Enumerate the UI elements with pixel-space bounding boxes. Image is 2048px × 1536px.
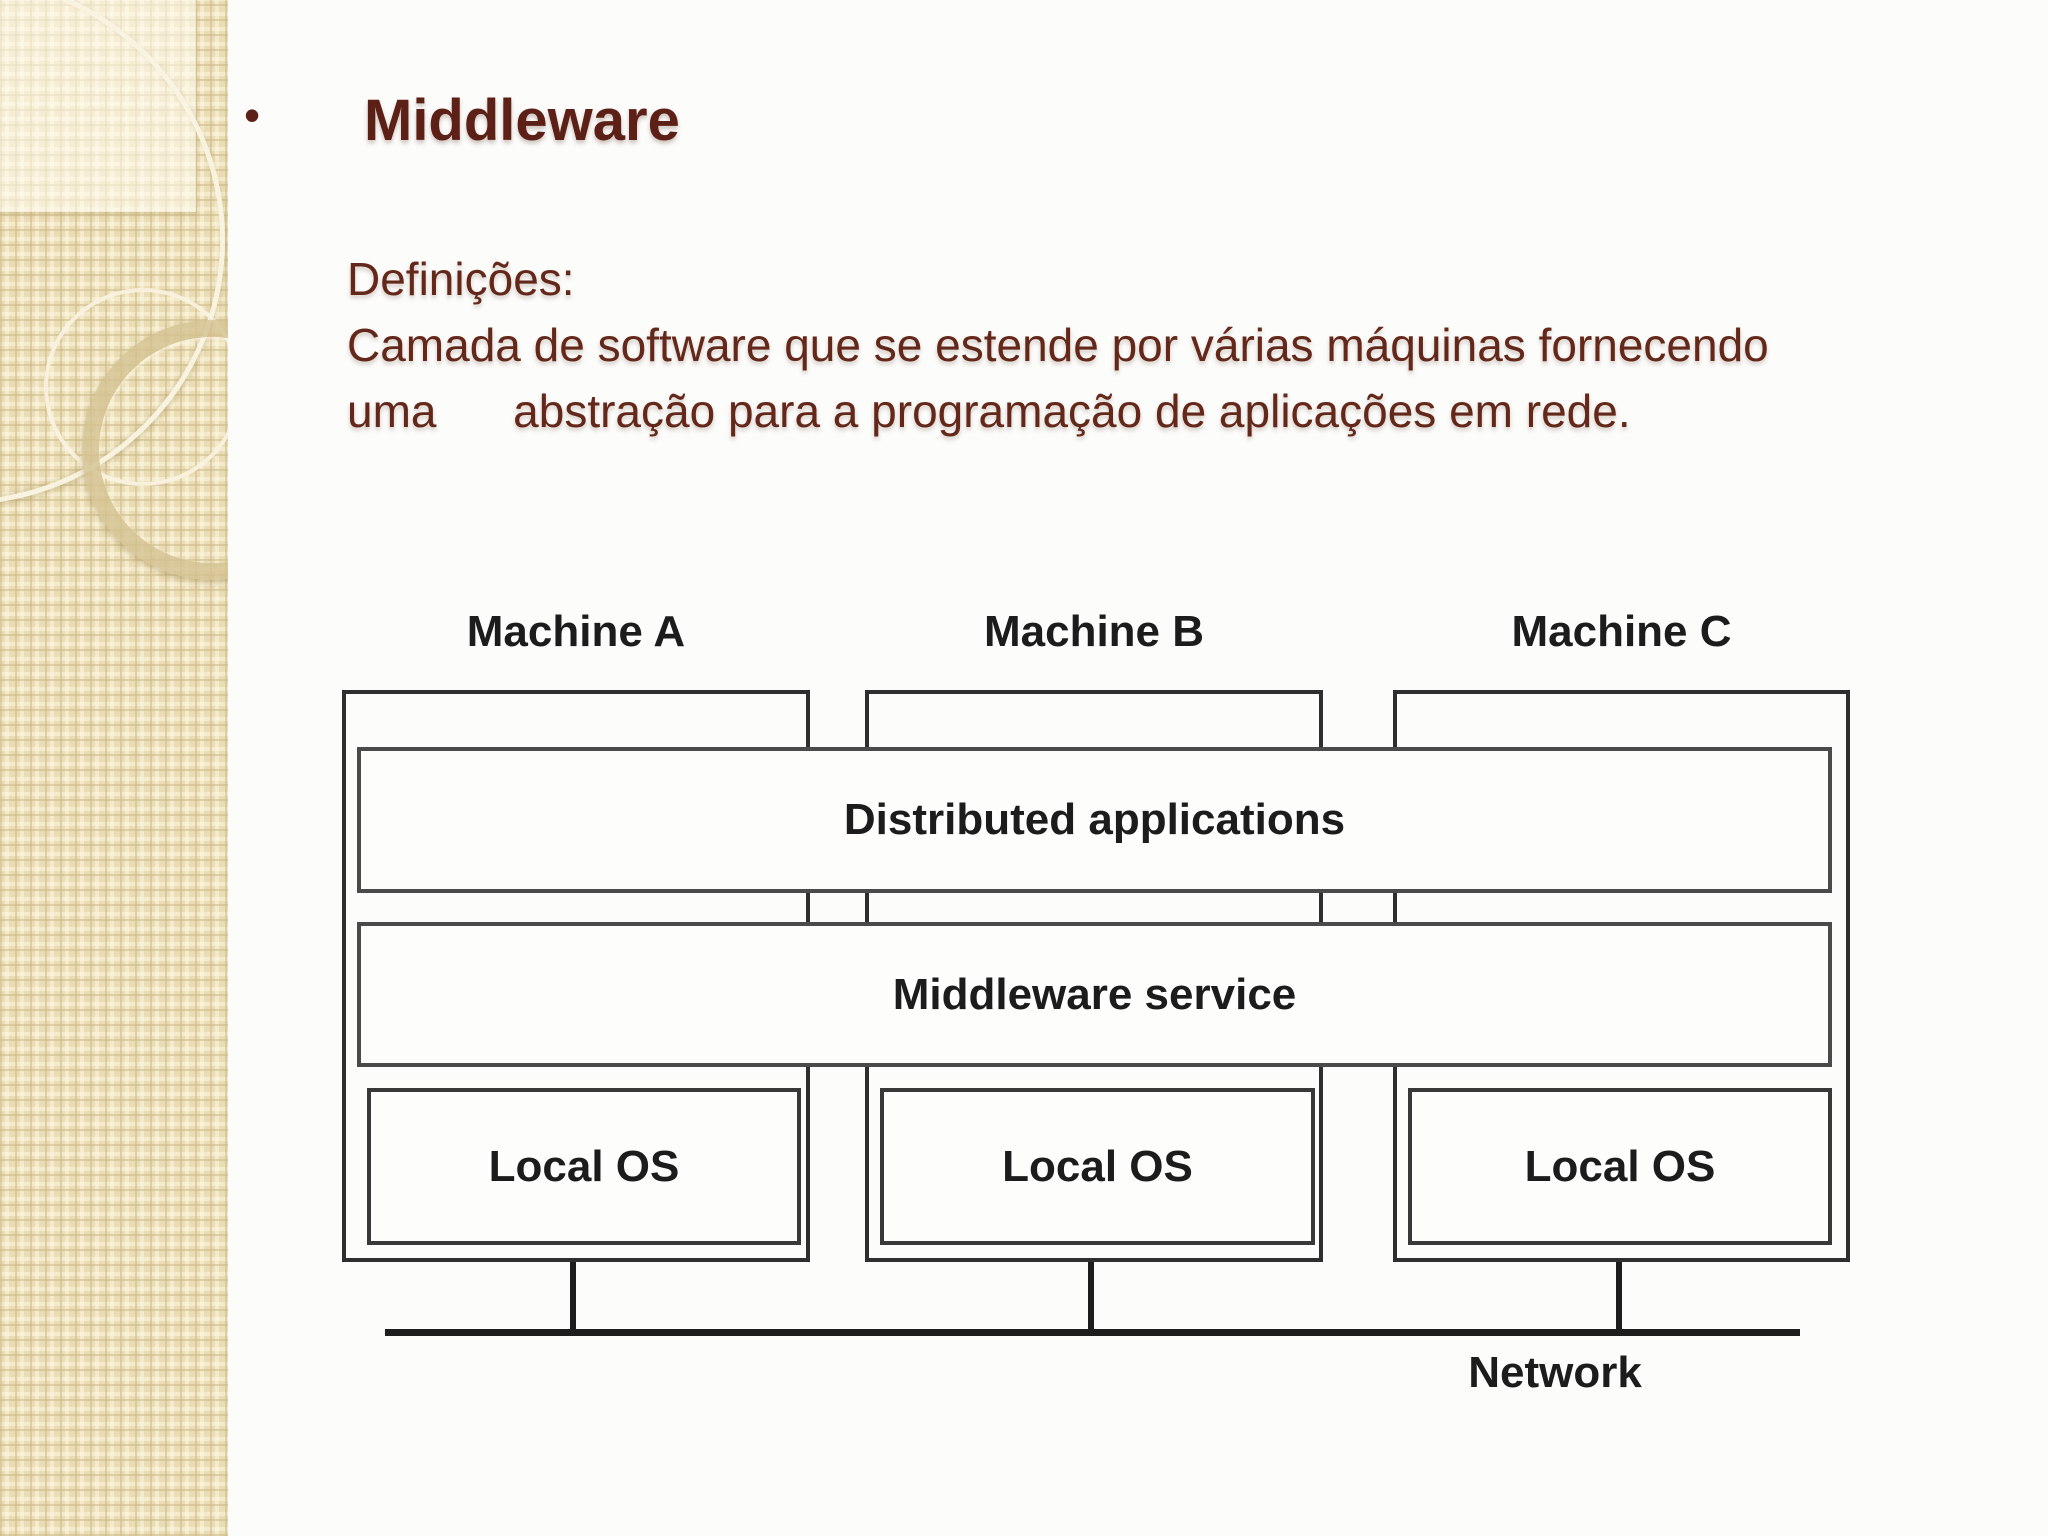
page-title: Middleware <box>364 88 680 153</box>
machine-a-label: Machine A <box>466 607 686 656</box>
network-label: Network <box>1468 1348 1642 1397</box>
local-os-box-c: Local OS <box>1408 1088 1832 1245</box>
definition-line-2: uma abstração para a programação de apli… <box>347 385 1631 437</box>
local-os-label-b: Local OS <box>1002 1141 1193 1191</box>
local-os-label-c: Local OS <box>1524 1141 1716 1191</box>
local-os-box-b: Local OS <box>880 1088 1315 1245</box>
network-connector-a <box>570 1262 576 1334</box>
bullet-icon: • <box>244 89 261 141</box>
network-line <box>385 1329 1800 1336</box>
machine-c-label: Machine C <box>1511 607 1732 656</box>
definition-line-1: Camada de software que se estende por vá… <box>347 319 1769 371</box>
definition-text-block: Definições: Camada de software que se es… <box>347 246 1997 444</box>
network-connector-b <box>1088 1262 1094 1334</box>
middleware-service-label: Middleware service <box>892 969 1297 1019</box>
definition-heading: Definições: <box>347 253 575 305</box>
local-os-label-a: Local OS <box>488 1141 680 1191</box>
distributed-applications-label: Distributed applications <box>843 795 1346 844</box>
network-connector-c <box>1616 1262 1622 1334</box>
local-os-box-a: Local OS <box>367 1088 801 1245</box>
middleware-service-layer: Middleware service <box>357 922 1832 1067</box>
machine-b-label: Machine B <box>983 607 1205 656</box>
distributed-applications-layer: Distributed applications <box>357 747 1832 893</box>
decorative-sidebar <box>0 0 228 1536</box>
